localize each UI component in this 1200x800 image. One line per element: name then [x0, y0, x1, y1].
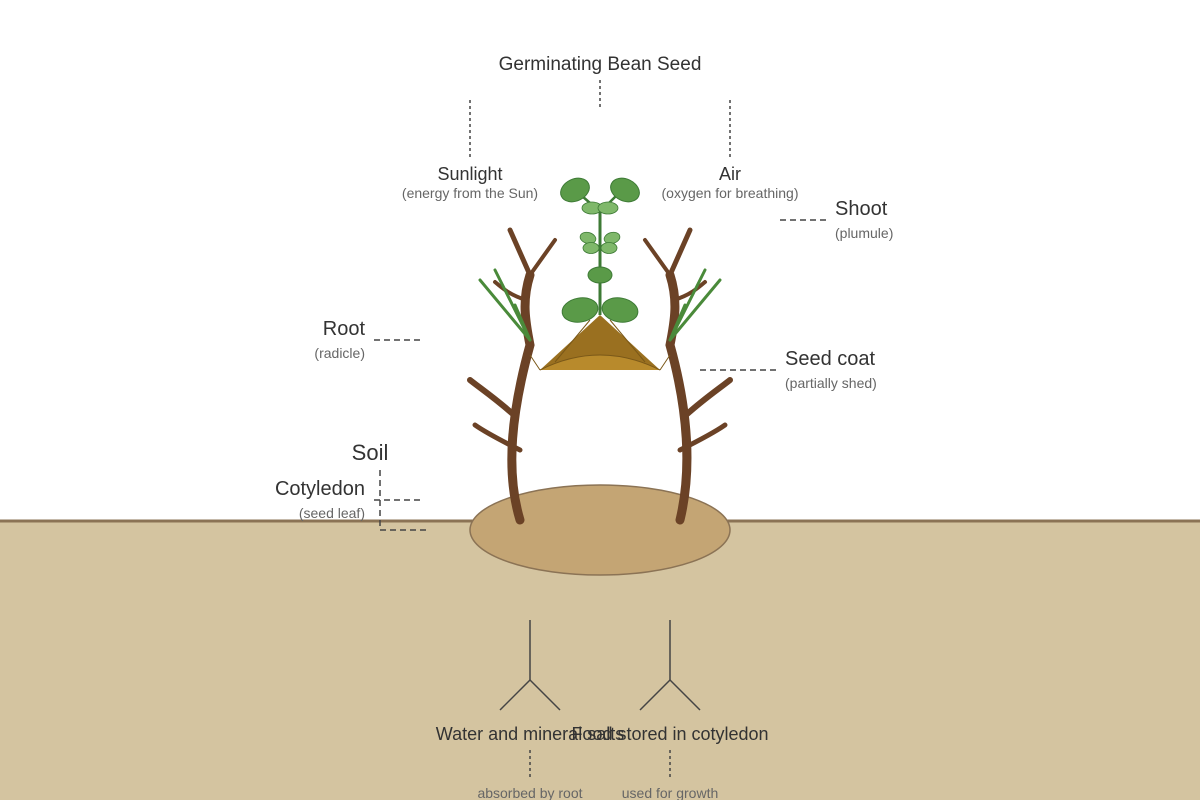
shoot-note: (plumule)	[835, 225, 893, 241]
water-label: Water and mineral salts	[436, 724, 624, 744]
cotyledon-label: Cotyledon	[275, 478, 365, 500]
water-fork	[499, 620, 561, 711]
seed-body	[469, 484, 731, 576]
seed-coat-label: Seed coat	[785, 348, 876, 370]
air-note: (oxygen for breathing)	[662, 185, 799, 201]
root-note: (radicle)	[314, 345, 365, 361]
air-label: Air	[719, 164, 741, 184]
sunlight-note: (energy from the Sun)	[402, 185, 538, 201]
shoot-plant	[560, 177, 640, 323]
seed-coat	[529, 315, 671, 371]
seed-coat-note: (partially shed)	[785, 375, 877, 391]
leader-lines	[374, 80, 826, 778]
root-grass	[478, 268, 722, 342]
shoot-label: Shoot	[835, 198, 888, 220]
food-note: used for growth	[622, 785, 719, 800]
cotyledon-note: (seed leaf)	[299, 505, 365, 521]
root-label: Root	[323, 318, 366, 340]
water-note: absorbed by root	[477, 785, 582, 800]
food-fork	[639, 620, 701, 711]
food-label: Food stored in cotyledon	[571, 724, 768, 744]
diagram-title: Germinating Bean Seed	[499, 54, 702, 75]
soil-label: Soil	[352, 440, 389, 465]
root-system	[467, 227, 733, 525]
sunlight-label: Sunlight	[437, 164, 502, 184]
